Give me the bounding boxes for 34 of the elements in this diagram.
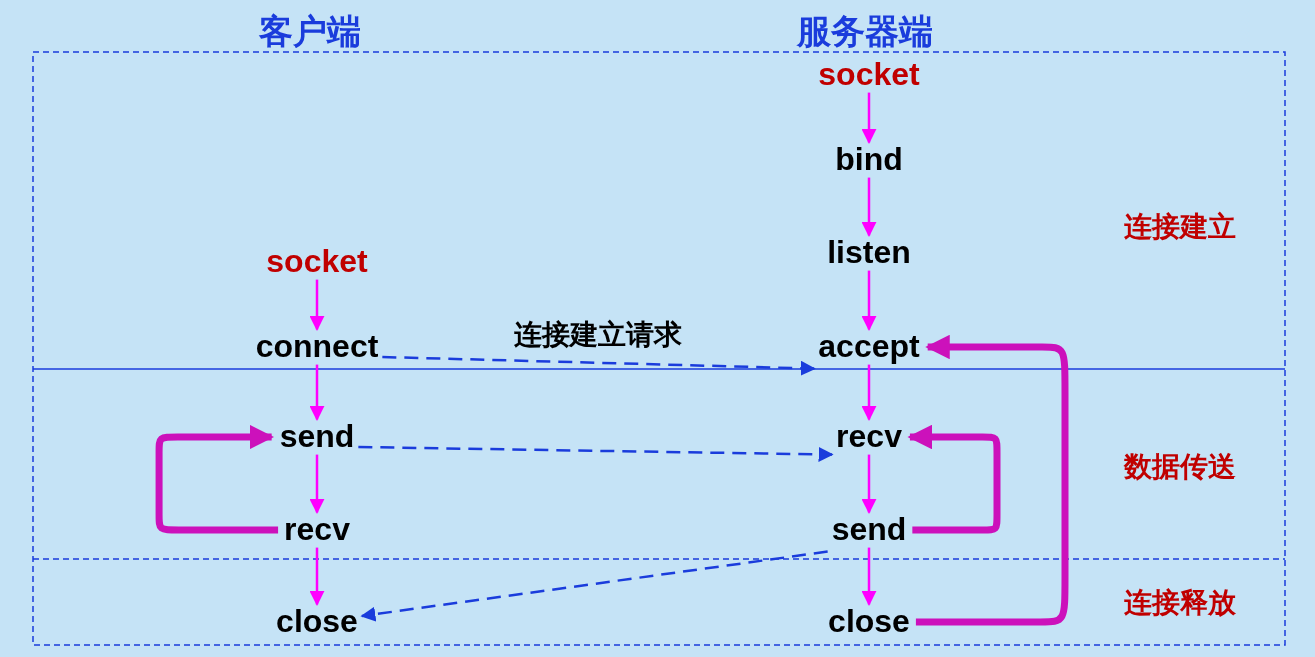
arrow <box>861 364 877 421</box>
arrow <box>309 364 325 421</box>
phase-label: 数据传送 <box>1124 450 1236 484</box>
edge-label: 连接建立请求 <box>514 318 683 352</box>
function-name: socket <box>818 57 920 93</box>
function-name: recv <box>284 512 350 548</box>
function-name: connect <box>255 329 379 365</box>
arrow <box>861 92 877 144</box>
function-name: listen <box>827 235 911 271</box>
arrow <box>309 279 325 331</box>
column-heading: 服务器端 <box>797 11 933 52</box>
arrow <box>861 270 877 331</box>
function-name: close <box>276 604 358 640</box>
function-name: send <box>279 419 355 455</box>
phase-label: 连接释放 <box>1124 586 1236 620</box>
dashed-arrow <box>360 550 828 622</box>
arrow <box>309 547 325 606</box>
function-name: socket <box>266 244 368 280</box>
arrow <box>907 424 1001 534</box>
arrow <box>915 334 1069 626</box>
function-name: close <box>828 604 910 640</box>
column-heading: 客户端 <box>259 11 361 52</box>
dashed-arrow <box>382 355 816 376</box>
function-name: bind <box>835 142 903 178</box>
arrow <box>861 547 877 606</box>
arrow <box>309 454 325 514</box>
phase-label: 连接建立 <box>1124 210 1236 244</box>
arrow <box>861 454 877 514</box>
arrow <box>861 177 877 237</box>
function-name: recv <box>836 419 902 455</box>
function-name: accept <box>818 329 920 365</box>
arrow <box>155 424 279 534</box>
function-name: send <box>831 512 907 548</box>
dashed-arrow <box>358 445 834 462</box>
